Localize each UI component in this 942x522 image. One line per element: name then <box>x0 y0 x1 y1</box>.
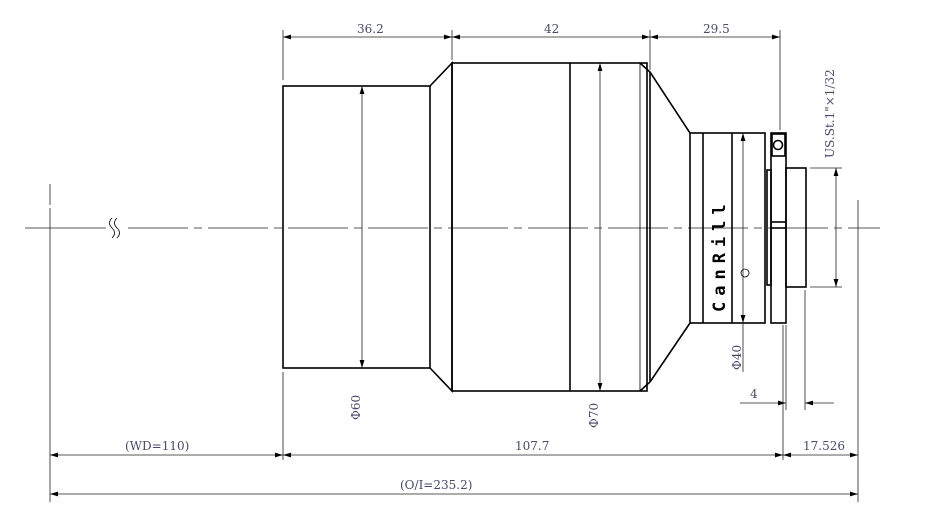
lens-body <box>282 61 807 393</box>
dim-working-distance: (WD=110) <box>125 439 189 453</box>
top-dimensions <box>282 30 781 130</box>
dim-thread: US.St.1"×1/32 <box>823 69 837 158</box>
dim-body-length: 107.7 <box>515 439 549 453</box>
dim-back-focus: 17.526 <box>803 439 845 453</box>
dim-dia-front: Φ60 <box>349 395 363 420</box>
bottom-dimensions <box>49 184 859 502</box>
dim-dia-middle: Φ70 <box>587 403 601 428</box>
brand-logo: CanRill <box>710 198 730 312</box>
dim-flange: 4 <box>750 387 758 401</box>
dim-front-length: 36.2 <box>357 22 384 36</box>
dim-object-image: (O/I=235.2) <box>400 478 472 492</box>
dim-middle-length: 42 <box>544 22 559 36</box>
dim-dia-rear: Φ40 <box>730 345 744 370</box>
dim-rear-length: 29.5 <box>703 22 730 36</box>
optical-axis <box>25 217 880 239</box>
